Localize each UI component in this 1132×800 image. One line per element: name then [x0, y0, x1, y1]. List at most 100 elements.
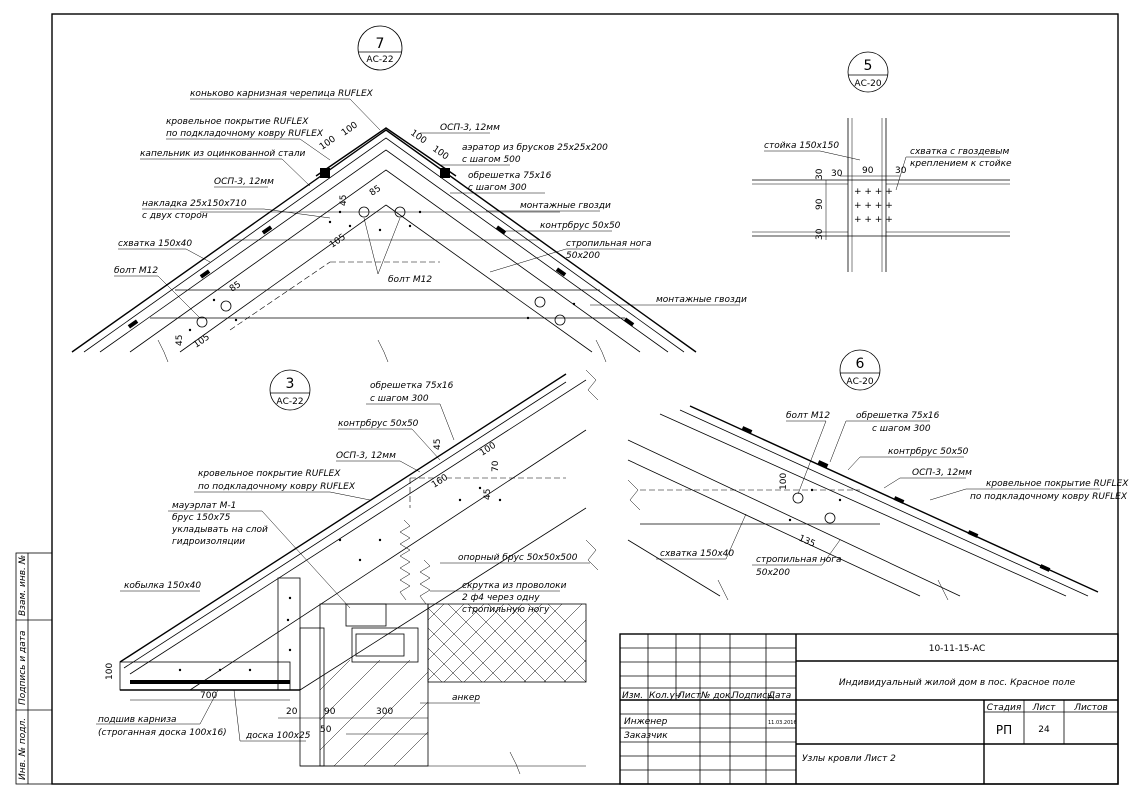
tb-h-koluch: Кол.уч [649, 691, 680, 701]
node-7-marker [357, 25, 403, 71]
n7-dim-85a: 85 [368, 184, 383, 199]
n3-mau-label-4: гидроизоляции [172, 537, 245, 547]
tb-project: Индивидуальный жилой дом в пос. Красное … [839, 678, 1076, 688]
n7-skh-label: схватка 150х40 [118, 239, 192, 249]
n5-dim-30c: 30 [815, 168, 825, 180]
node-6-labels: болт М12 обрешетка 75х16 с шагом 300 кон… [656, 411, 1129, 578]
node-3-drawing: 3 АС-22 [119, 369, 599, 775]
n5-dim-30b: 30 [895, 166, 907, 176]
n7-osp2-label: ОСП-3, 12мм [440, 123, 500, 133]
tb-listov-h: Листов [1073, 703, 1108, 713]
n7-bolt-label-1: болт М12 [114, 266, 158, 276]
n3-skr-label-3: стропильную ногу [462, 605, 550, 615]
tb-h-izm: Изм. [622, 691, 643, 701]
n7-dim-45b: 45 [175, 335, 185, 346]
n6-kontr-label: контрбрус 50х50 [888, 447, 969, 457]
n3-dim-70: 70 [491, 460, 501, 472]
tb-h-podp: Подпись [732, 691, 772, 701]
n5-dim-30a: 30 [831, 169, 843, 179]
n3-dim-300: 300 [376, 707, 393, 717]
svg-text:+ + + +: + + + + [854, 187, 893, 197]
n7-aer-label-1: аэратор из брусков 25х25х200 [462, 143, 608, 153]
node-6-ref: АС-20 [846, 377, 873, 387]
n5-dim-30d: 30 [815, 228, 825, 240]
n3-obr-label-2: с шагом 300 [370, 394, 429, 404]
n6-roof-label-2: по подкладочному ковру RUFLEX [970, 492, 1128, 502]
node-3-marker [269, 369, 311, 411]
n3-opor-label: опорный брус 50х50х500 [458, 553, 578, 563]
n3-dim-45a: 45 [433, 439, 443, 450]
n7-nakl-label-2: с двух сторон [142, 211, 208, 221]
node-6-number: 6 [856, 356, 865, 372]
n6-obr-label-1: обрешетка 75х16 [856, 411, 940, 421]
n3-skr-label-1: скрутка из проволоки [462, 581, 567, 591]
n3-podsh-label-2: (строганная доска 100х16) [98, 728, 227, 738]
n6-obr-label-2: с шагом 300 [872, 424, 931, 434]
sheet-frame [51, 13, 1119, 785]
tb-r1-date: 11.03.2016 [768, 720, 797, 726]
node-6-marker [839, 349, 881, 391]
node-5-number: 5 [864, 58, 873, 74]
n7-obr-label-2: с шагом 300 [468, 183, 527, 193]
n7-roof-label-2: по подкладочному ковру RUFLEX [166, 129, 324, 139]
node-7-labels: 7 АС-22 коньково карнизная черепица RUFL… [114, 25, 747, 350]
tb-stadiya-h: Стадия [987, 703, 1022, 713]
tb-h-ndok: № док. [700, 691, 733, 701]
n3-dim-100b: 100 [478, 441, 498, 459]
n7-dim-100c: 100 [408, 128, 428, 146]
n3-kontr-label: контрбрус 50х50 [338, 419, 419, 429]
n3-dim-700: 700 [200, 691, 217, 701]
n7-kontr-label: контрбрус 50х50 [540, 221, 621, 231]
n7-dim-85b: 85 [228, 280, 243, 295]
side-inv-label: Инв. № подл. [18, 718, 28, 780]
n3-roof-label-2: по подкладочному ковру RUFLEX [198, 482, 356, 492]
node-6-drawing: 6 АС-20 [627, 349, 1099, 601]
tb-code: 10-11-15-АС [929, 644, 986, 654]
n3-roof-label-1: кровельное покрытие RUFLEX [198, 469, 341, 479]
n6-osp-label: ОСП-3, 12мм [912, 468, 972, 478]
tb-list-h: Лист [1032, 703, 1057, 713]
svg-text:+ + + +: + + + + [854, 201, 893, 211]
node-3-ref: АС-22 [276, 397, 303, 407]
n7-dim-45a: 45 [339, 195, 349, 206]
node-7-drawing [71, 127, 697, 363]
n7-mont1-label: монтажные гвозди [520, 201, 611, 211]
n3-kob-label: кобылка 150х40 [124, 581, 201, 591]
n3-doska-label: доска 100х25 [245, 731, 311, 741]
n7-drip-label: капельник из оцинкованной стали [140, 149, 306, 159]
node-5-marker [847, 51, 889, 93]
n7-dim-105b: 105 [192, 332, 212, 350]
node-3-number: 3 [286, 376, 295, 392]
n7-obr-label-1: обрешетка 75х16 [468, 171, 552, 181]
node-5-ref: АС-20 [854, 79, 881, 89]
side-vzam-label: Взам. инв. № [18, 555, 28, 616]
n6-roof-label-1: кровельное покрытие RUFLEX [986, 479, 1129, 489]
tb-list: 24 [1038, 725, 1050, 735]
svg-text:+ + + +: + + + + [854, 215, 893, 225]
title-block: Изм. Кол.уч Лист № док. Подпись Дата Инж… [619, 633, 1119, 785]
n3-dim-160: 160 [430, 473, 450, 491]
n5-skh-label-1: схватка с гвоздевым [910, 147, 1009, 157]
n6-dim-135: 135 [797, 534, 817, 550]
node-3-labels: обрешетка 75х16 с шагом 300 контрбрус 50… [96, 381, 590, 742]
tb-h-data: Дата [767, 691, 791, 701]
n3-dim-20: 20 [286, 707, 298, 717]
tb-r1-role: Инженер [624, 717, 668, 727]
n7-ridge-label: коньково карнизная черепица RUFLEX [190, 89, 374, 99]
tb-stadiya: РП [996, 723, 1012, 737]
n3-skr-label-2: 2 ф4 через одну [462, 593, 540, 603]
n7-aer-label-2: с шагом 500 [462, 155, 521, 165]
n7-roof-label-1: кровельное покрытие RUFLEX [166, 117, 309, 127]
n6-strop-label-2: 50х200 [756, 568, 790, 578]
n3-mau-label-2: брус 150х75 [172, 513, 231, 523]
n3-dim-45b: 45 [483, 489, 493, 500]
n7-bolt-label-2: болт М12 [388, 275, 432, 285]
node-5-drawing: 5 АС-20 + + + + + + + + + + + + 30 90 30… [752, 51, 1012, 272]
tb-sheet-title: Узлы кровли Лист 2 [802, 754, 896, 764]
n3-obr-label-1: обрешетка 75х16 [370, 381, 454, 391]
n5-skh-label-2: креплением к стойке [910, 159, 1012, 169]
n3-dim-100: 100 [105, 663, 115, 680]
n3-dim-50: 50 [320, 725, 332, 735]
n7-strop-label-1: стропильная нога [566, 239, 652, 249]
